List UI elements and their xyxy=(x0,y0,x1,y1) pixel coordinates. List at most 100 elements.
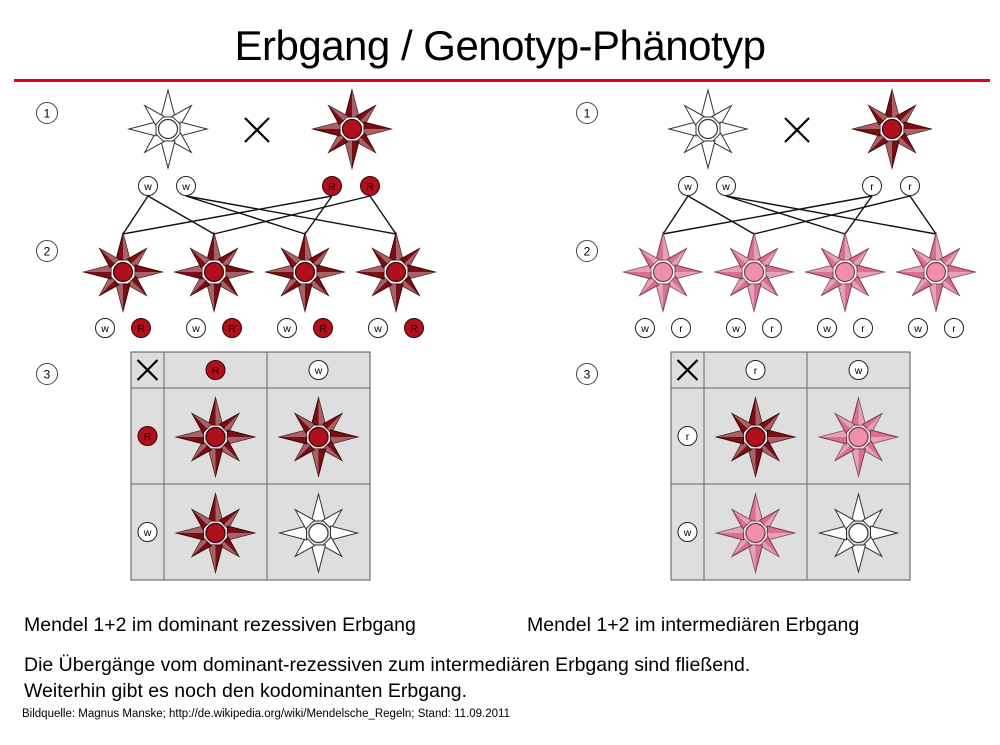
left-punnett-cell-flower-2-2 xyxy=(277,492,360,574)
flower-petal xyxy=(730,536,753,558)
petal-highlight xyxy=(766,272,793,279)
petal-highlight xyxy=(936,233,943,260)
flower-petal xyxy=(225,264,255,280)
allele-circle xyxy=(277,318,297,338)
allele-circle xyxy=(137,522,158,542)
flower-petal xyxy=(189,247,211,269)
allele-circle xyxy=(716,176,736,196)
petal-highlight xyxy=(764,509,779,529)
right-parent-allele-1: w xyxy=(678,176,698,196)
petal-highlight xyxy=(190,276,206,296)
right-punnett-cell-flower-1-1 xyxy=(714,396,797,478)
inheritance-line xyxy=(725,195,937,235)
flower-petal xyxy=(127,121,157,137)
allele-circle xyxy=(205,360,226,380)
petal-highlight xyxy=(372,276,388,296)
petal-highlight xyxy=(295,441,310,461)
petal-highlight xyxy=(929,284,936,311)
petal-highlight xyxy=(356,137,376,153)
left-parent-allele-3: R xyxy=(322,176,342,196)
left-f1-allele-1a: w xyxy=(95,318,115,338)
left-punnett-row-allele-2: w xyxy=(137,522,158,542)
allele-letter: w xyxy=(854,365,863,377)
left-f1-allele-2a: w xyxy=(186,318,206,338)
petal-highlight xyxy=(732,509,752,525)
right-f1-allele-3b: r xyxy=(853,318,873,338)
petal-highlight xyxy=(716,430,744,437)
flower-petal xyxy=(218,508,241,530)
left-f1-allele-2b: R xyxy=(222,318,242,338)
left-f1-allele-1b: R xyxy=(131,318,151,338)
petal-highlight xyxy=(851,449,859,476)
inheritance-line xyxy=(909,195,937,235)
flower-center xyxy=(743,261,765,283)
petal-highlight xyxy=(624,265,651,272)
flower-petal xyxy=(911,275,933,297)
allele-letter: w xyxy=(282,323,291,335)
flower-petal xyxy=(683,104,705,126)
flower-petal xyxy=(939,247,961,269)
petal-highlight xyxy=(330,437,358,444)
right-punnett-row-allele-1: r xyxy=(677,426,698,446)
right-step-label-1-circle xyxy=(576,102,598,124)
allele-letter: w xyxy=(143,527,152,539)
petal-highlight xyxy=(858,398,866,425)
petal-highlight xyxy=(84,265,111,272)
flower-petal xyxy=(833,536,856,558)
flower-petal xyxy=(344,88,360,118)
petal-highlight xyxy=(767,437,795,444)
flower-center xyxy=(834,261,856,283)
inheritance-line xyxy=(185,195,306,235)
flower-petal xyxy=(833,508,856,530)
flower-petal xyxy=(207,492,224,522)
allele-letter: R xyxy=(410,323,418,335)
flower-petal xyxy=(98,247,120,269)
petal-highlight xyxy=(853,248,869,268)
allele-letter: r xyxy=(861,323,865,335)
petal-highlight xyxy=(99,276,115,296)
right-f1-allele-4a: w xyxy=(908,318,928,338)
petal-highlight xyxy=(730,276,746,296)
flower-petal xyxy=(903,121,933,137)
flower-petal xyxy=(297,283,313,313)
petal-highlight xyxy=(868,105,888,121)
petal-highlight xyxy=(835,441,850,461)
flower-petal xyxy=(666,275,688,297)
flower-petal xyxy=(206,283,222,313)
right-f1-flower-3 xyxy=(804,231,886,313)
petal-highlight xyxy=(311,449,319,476)
flower-petal xyxy=(767,525,797,541)
right-inheritance-lines xyxy=(662,195,937,235)
flower-petal xyxy=(355,264,385,280)
flower-petal xyxy=(171,132,193,154)
left-parent-flower-2 xyxy=(311,88,393,170)
flower-petal xyxy=(280,275,302,297)
flower-petal xyxy=(399,247,421,269)
allele-letter: R xyxy=(328,181,336,193)
petal-highlight xyxy=(131,248,147,268)
left-f1-flower-2 xyxy=(173,231,255,313)
allele-letter: R xyxy=(212,365,220,377)
inheritance-line xyxy=(147,195,215,235)
right-f1-flower-1 xyxy=(622,231,704,313)
flower-petal xyxy=(330,429,360,445)
flower-petal xyxy=(833,412,856,434)
flower-center xyxy=(881,118,903,140)
flower-petal xyxy=(729,247,751,269)
left-f1-allele-4b: R xyxy=(404,318,424,338)
flower-petal xyxy=(98,275,120,297)
petal-highlight xyxy=(767,533,795,540)
flower-petal xyxy=(928,283,944,313)
flower-petal xyxy=(190,412,213,434)
allele-circle xyxy=(186,318,206,338)
petal-highlight xyxy=(870,437,898,444)
flower-petal xyxy=(218,412,241,434)
right-step-label-3-circle xyxy=(576,363,598,385)
flower-petal xyxy=(884,140,900,170)
petal-highlight xyxy=(671,248,687,268)
petal-highlight xyxy=(755,494,763,521)
flower-petal xyxy=(939,275,961,297)
petal-highlight xyxy=(845,233,852,260)
flower-petal xyxy=(714,525,744,541)
petal-highlight xyxy=(328,105,348,121)
